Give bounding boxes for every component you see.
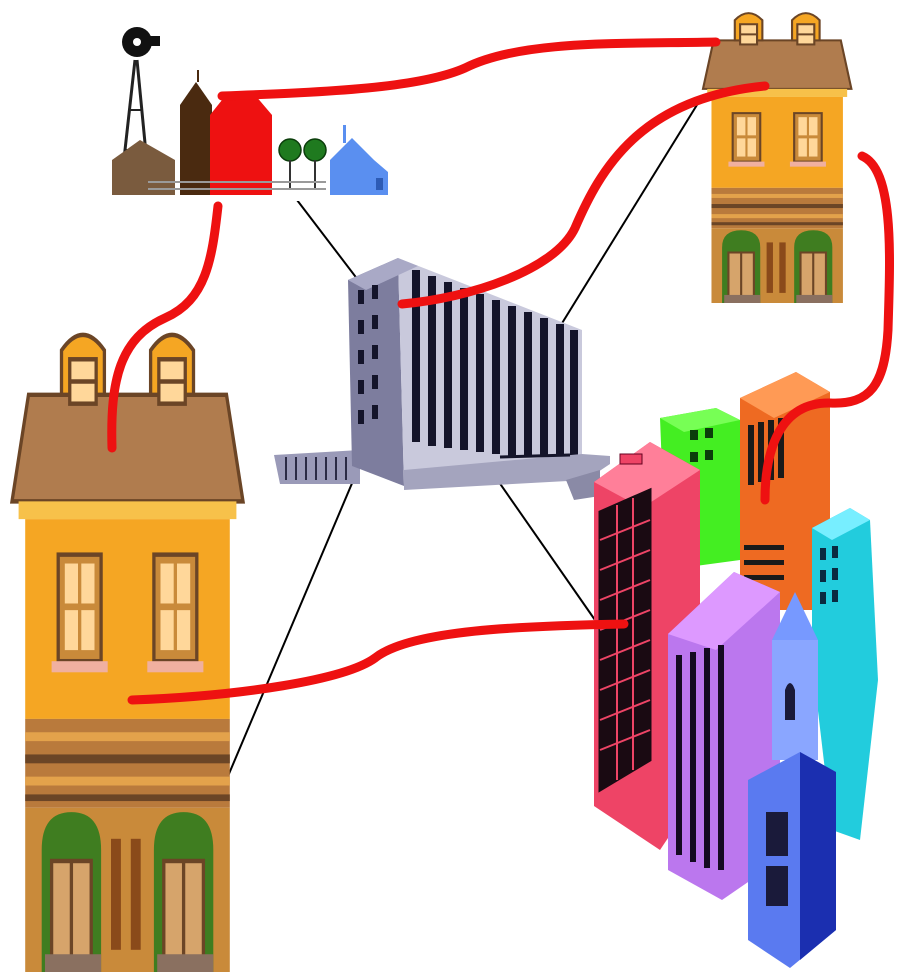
townhouse-icon xyxy=(703,13,851,303)
townhouse-large xyxy=(12,335,243,972)
red-link-office-townhouse-small xyxy=(402,86,765,304)
townhouse-icon xyxy=(12,335,243,972)
townhouse-small xyxy=(703,13,851,303)
farm-village-icon xyxy=(112,27,388,201)
city-skyline-icon xyxy=(594,372,878,968)
red-link-farm-townhouse-small xyxy=(222,42,716,96)
